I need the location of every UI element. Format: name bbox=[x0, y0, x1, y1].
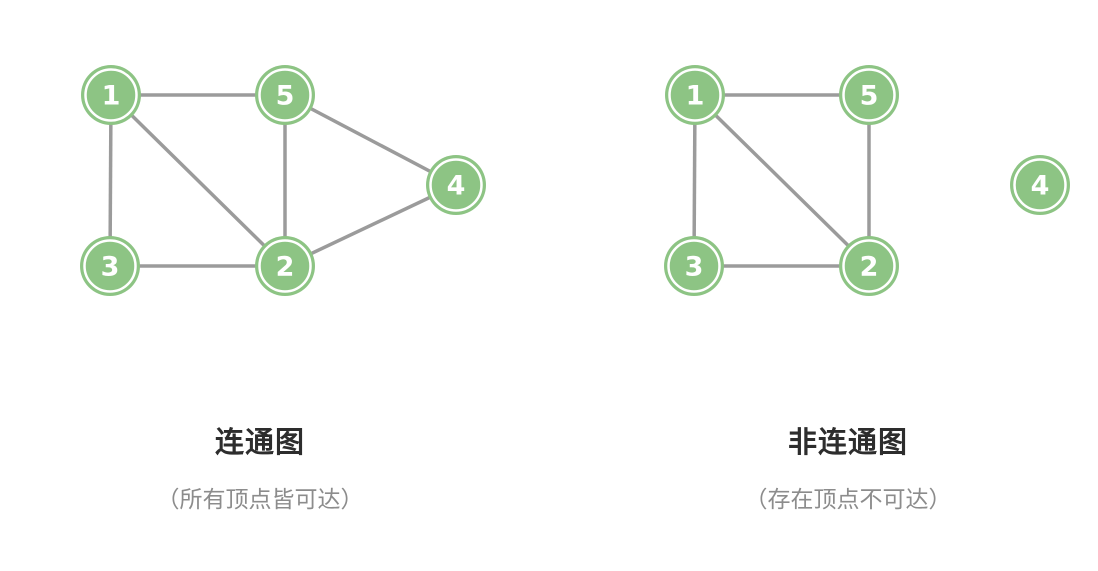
graph-node-3: 3 bbox=[80, 236, 140, 296]
node-label: 4 bbox=[447, 171, 466, 202]
node-ring bbox=[83, 239, 137, 293]
connected-graph: 1 5 4 3 2 bbox=[80, 65, 486, 296]
node-label: 5 bbox=[860, 81, 879, 112]
disconnected-graph: 1 5 4 3 2 bbox=[664, 65, 1070, 296]
node-ring bbox=[258, 68, 312, 122]
graph-node-2: 2 bbox=[839, 236, 899, 296]
node-label: 2 bbox=[276, 252, 295, 283]
node-ring bbox=[84, 68, 138, 122]
node-label: 3 bbox=[685, 252, 704, 283]
node-label: 3 bbox=[101, 252, 120, 283]
node-ring bbox=[429, 158, 483, 212]
node-disk bbox=[664, 236, 724, 296]
graph-node-1: 1 bbox=[81, 65, 141, 125]
node-disk bbox=[665, 65, 725, 125]
graph-edge-1-2 bbox=[693, 93, 871, 268]
connected-graph-subtitle: （所有顶点皆可达） bbox=[156, 487, 364, 513]
graph-edge-2-4 bbox=[284, 183, 457, 268]
node-disk bbox=[426, 155, 486, 215]
node-disk bbox=[80, 236, 140, 296]
node-ring bbox=[842, 239, 896, 293]
node-ring bbox=[668, 68, 722, 122]
node-disk bbox=[255, 65, 315, 125]
node-disk bbox=[81, 65, 141, 125]
node-disk bbox=[1010, 155, 1070, 215]
graph-edge-1-2 bbox=[109, 93, 287, 268]
node-ring bbox=[842, 68, 896, 122]
connected-graph-title: 连通图 bbox=[214, 425, 305, 459]
node-disk bbox=[255, 236, 315, 296]
node-label: 1 bbox=[686, 81, 705, 112]
disconnected-graph-title: 非连通图 bbox=[787, 425, 908, 459]
node-label: 2 bbox=[860, 252, 879, 283]
graph-node-2: 2 bbox=[255, 236, 315, 296]
graph-node-5: 5 bbox=[839, 65, 899, 125]
node-label: 1 bbox=[102, 81, 121, 112]
graph-node-4: 4 bbox=[1010, 155, 1070, 215]
node-ring bbox=[258, 239, 312, 293]
node-disk bbox=[839, 236, 899, 296]
graph-node-5: 5 bbox=[255, 65, 315, 125]
graph-edge-5-4 bbox=[284, 93, 457, 187]
graph-node-1: 1 bbox=[665, 65, 725, 125]
disconnected-graph-subtitle: （存在顶点不可达） bbox=[744, 487, 952, 513]
node-label: 5 bbox=[276, 81, 295, 112]
graph-node-3: 3 bbox=[664, 236, 724, 296]
node-ring bbox=[1013, 158, 1067, 212]
graph-node-4: 4 bbox=[426, 155, 486, 215]
node-disk bbox=[839, 65, 899, 125]
node-ring bbox=[667, 239, 721, 293]
node-label: 4 bbox=[1031, 171, 1050, 202]
